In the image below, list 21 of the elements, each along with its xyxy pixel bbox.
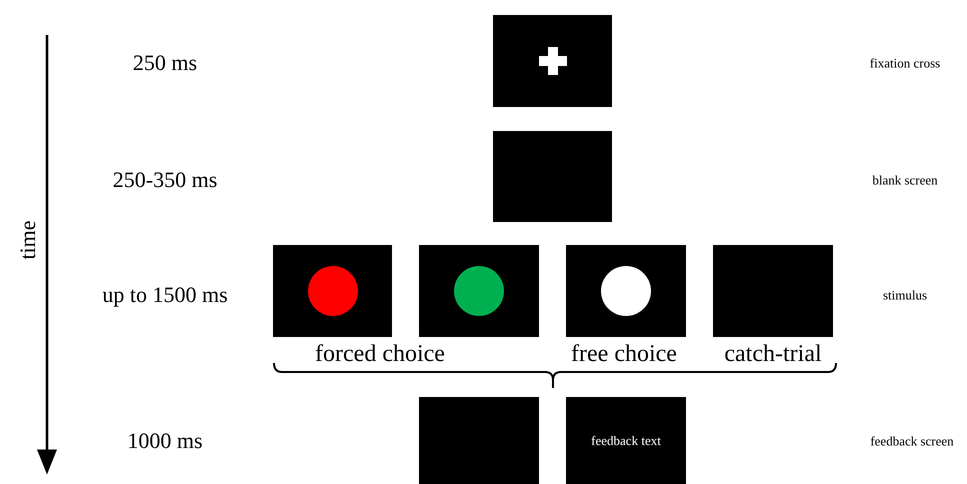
duration-label: up to 1500 ms bbox=[102, 284, 228, 306]
screen-label: fixation cross bbox=[870, 56, 940, 70]
condition-label: catch-trial bbox=[724, 342, 822, 366]
condition-label: free choice bbox=[571, 342, 677, 366]
screen-box bbox=[713, 245, 833, 337]
condition-label: forced choice bbox=[315, 342, 445, 366]
duration-label: 250-350 ms bbox=[112, 169, 218, 191]
screen-box bbox=[419, 397, 539, 484]
duration-label: 1000 ms bbox=[127, 430, 203, 452]
axis-label: time bbox=[17, 220, 39, 260]
screen-box bbox=[566, 397, 686, 484]
screen-label: feedback screen bbox=[870, 434, 954, 448]
screen-box bbox=[273, 245, 392, 337]
screen-box bbox=[566, 245, 686, 337]
screen-text: feedback text bbox=[591, 432, 661, 450]
screen-label: blank screen bbox=[872, 174, 938, 186]
duration-label: 250 ms bbox=[132, 52, 198, 74]
screen-box bbox=[493, 131, 612, 222]
screen-label: stimulus bbox=[882, 288, 928, 302]
screen-box bbox=[493, 15, 612, 107]
screen-box bbox=[419, 245, 539, 337]
